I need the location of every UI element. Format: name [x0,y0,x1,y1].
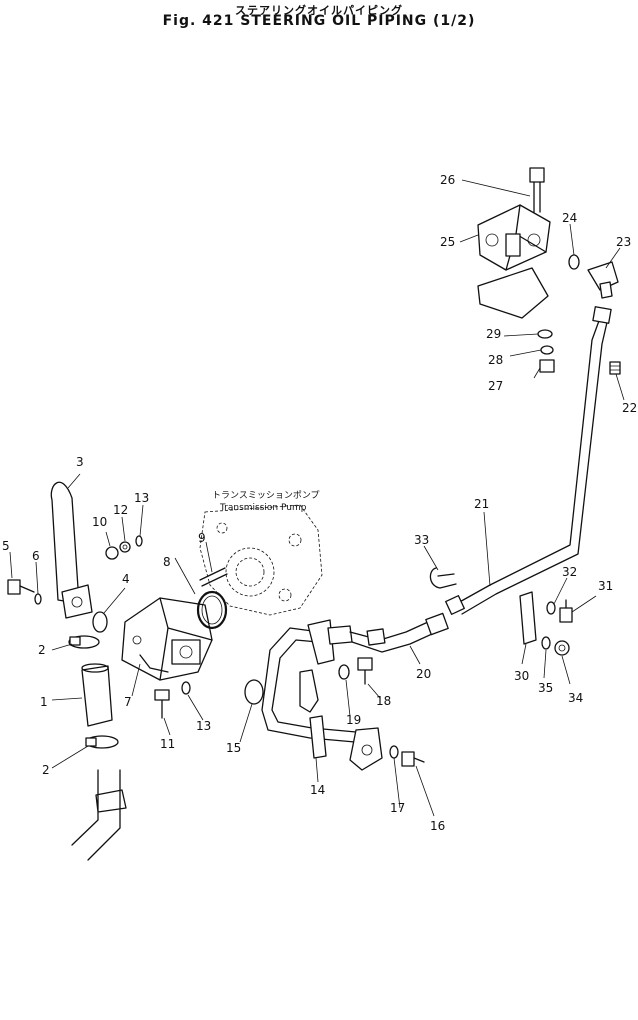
callout-28: 28 [488,353,503,367]
plug-22 [609,361,621,375]
callout-11: 11 [160,737,175,751]
clamp-bracket-30 [519,591,537,645]
callout-24: 24 [562,211,577,225]
callout-18: 18 [376,694,391,708]
washer-12 [119,541,131,553]
o-ring-4 [92,611,108,633]
callout-34: 34 [568,691,583,705]
callout-14: 14 [310,783,325,797]
washer-29 [537,329,553,339]
hose-clamp-2-upper [68,635,100,649]
o-ring-13-upper [135,535,143,547]
callout-30: 30 [514,669,529,683]
flange-6 [61,584,93,619]
pipe-21 [445,306,612,615]
lock-washer-28 [540,345,554,355]
u-bolt-33 [429,567,457,589]
callout-32: 32 [562,565,577,579]
diagram-title-japanese: ステアリングオイルパイピング [235,4,403,17]
hose-1 [81,663,113,727]
suction-elbow-pipe [71,769,127,861]
hose-20 [349,612,449,653]
callout-27: 27 [488,379,503,393]
callout-13-upper: 13 [134,491,149,505]
elbow-23 [587,261,619,299]
callout-6: 6 [32,549,40,563]
callout-1: 1 [40,695,48,709]
bolt-5 [7,579,42,605]
washer-17 [389,745,399,759]
callout-33: 33 [414,533,429,547]
callout-5: 5 [2,539,10,553]
callout-16: 16 [430,819,445,833]
pipe-14 [261,619,383,771]
callout-35: 35 [538,681,553,695]
o-ring-15 [244,679,264,705]
suction-tube-3 [50,481,79,603]
valve-block-25 [477,204,551,271]
washer-19 [338,664,350,680]
bolt-16 [401,751,425,767]
bolt-26 [529,167,545,213]
diagram-title: Fig. 421 STEERING OIL PIPING (1/2) [162,13,476,29]
callout-13-lower: 13 [196,719,211,733]
callout-4: 4 [122,572,130,586]
bolt-31 [559,599,573,623]
callout-21: 21 [474,497,489,511]
transmission-pump-label-japanese: トランスミッションポンプ [212,490,320,501]
callout-12: 12 [113,503,128,517]
callout-8: 8 [163,555,171,569]
callout-31: 31 [598,579,613,593]
callout-29: 29 [486,327,501,341]
callout-20: 20 [416,667,431,681]
hose-clamp-2-lower [85,735,119,749]
callout-15: 15 [226,741,241,755]
bolt-18 [357,657,373,685]
callout-9: 9 [198,531,206,545]
bolt-11 [154,689,170,719]
callout-3: 3 [76,455,84,469]
callout-7: 7 [124,695,132,709]
callout-26: 26 [440,173,455,187]
nut-34 [554,640,570,656]
callout-2-upper: 2 [38,643,46,657]
callout-10: 10 [92,515,107,529]
nut-27 [539,359,555,373]
transmission-pump-outline [199,504,323,616]
callout-25: 25 [440,235,455,249]
washer-32 [546,601,556,615]
mounting-bracket [477,267,549,319]
callout-23: 23 [616,235,631,249]
callout-2-lower: 2 [42,763,50,777]
callout-19: 19 [346,713,361,727]
stud-9 [199,567,228,587]
transmission-pump-label: Transmission Pump [219,503,307,513]
nut-10 [105,546,119,560]
leader-lines [9,179,625,817]
washer-35 [541,636,551,650]
callout-22: 22 [622,401,637,415]
o-ring-8 [196,590,228,630]
o-ring-24 [568,254,580,270]
steering-pump [121,597,213,681]
callout-17: 17 [390,801,405,815]
o-ring-13-lower [181,681,191,695]
